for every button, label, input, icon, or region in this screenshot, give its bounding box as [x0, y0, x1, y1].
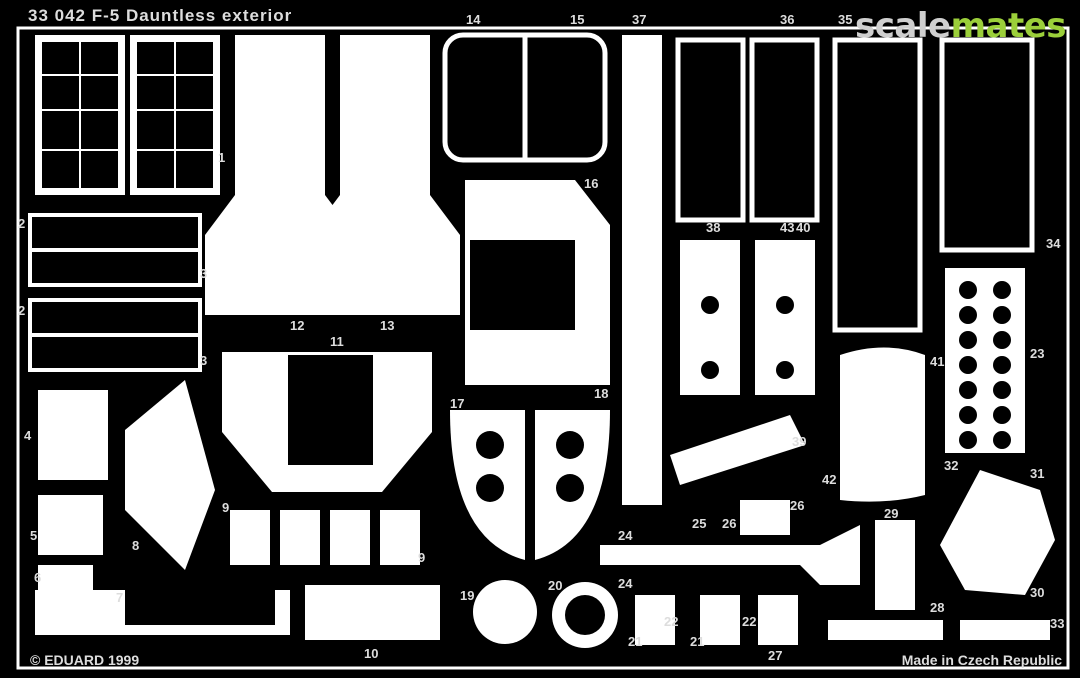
part-number-label: 19 [460, 588, 474, 603]
part-number-label: 3 [200, 266, 207, 281]
part-number-label: 11 [330, 334, 344, 349]
part-43 [840, 347, 925, 502]
part-9-brackets [230, 510, 420, 565]
part-12-13-plates [205, 35, 460, 315]
part-number-label: 15 [570, 12, 584, 27]
part-number-label: 1 [218, 150, 225, 165]
watermark-part1: scale [855, 6, 951, 46]
watermark: scalemates [855, 6, 1066, 46]
part-number-label: 22 [664, 614, 678, 629]
part-8-plate [125, 380, 215, 570]
sheet-title: 33 042 F-5 Dauntless exterior [28, 6, 293, 25]
part-number-label: 8 [132, 538, 139, 553]
copyright-text: © EDUARD 1999 [30, 652, 140, 668]
part-number-label: 2 [18, 303, 25, 318]
part-39-strip [622, 35, 662, 505]
part-number-label: 26 [722, 516, 736, 531]
part-number-label: 18 [594, 386, 608, 401]
part-4-5-6 [38, 390, 108, 600]
part-number-label: 16 [584, 176, 598, 191]
part-number-label: 33 [1050, 616, 1064, 631]
part-number-label: 6 [34, 570, 41, 585]
part-41 [670, 415, 805, 485]
part-number-label: 5 [30, 528, 37, 543]
part-1-grid [35, 35, 220, 195]
part-number-label: 9 [222, 500, 229, 515]
part-number-label: 13 [380, 318, 394, 333]
part-number-label: 24 [618, 576, 633, 591]
part-number-label: 32 [944, 458, 958, 473]
part-16-panel [465, 180, 610, 385]
part-33-34-holes [945, 268, 1025, 453]
bottom-small-parts [635, 500, 1050, 645]
part-number-label: 29 [884, 506, 898, 521]
part-number-label: 38 [706, 220, 720, 235]
part-10-strip [305, 585, 440, 640]
part-40-50-plates [680, 240, 815, 395]
part-number-label: 21 [690, 634, 704, 649]
part-number-label: 10 [364, 646, 378, 661]
part-number-label: 9 [418, 550, 425, 565]
origin-text: Made in Czech Republic [901, 652, 1062, 668]
part-number-label: 26 [790, 498, 804, 513]
part-number-label: 35 [838, 12, 852, 27]
part-number-label: 42 [822, 472, 836, 487]
part-number-label: 28 [930, 600, 944, 615]
part-number-label: 2 [18, 216, 25, 231]
part-number-label: 25 [692, 516, 706, 531]
part-panels-right [675, 37, 1035, 333]
part-19-20-rounds [473, 580, 618, 648]
part-32-octagon [940, 470, 1055, 595]
part-number-label: 21 [628, 634, 642, 649]
part-number-label: 27 [768, 648, 782, 663]
part-number-label: 36 [780, 12, 794, 27]
part-number-label: 17 [450, 396, 464, 411]
part-number-label: 34 [1046, 236, 1061, 251]
fret-frame [16, 26, 1070, 670]
part-number-label: 22 [742, 614, 756, 629]
part-number-label: 3 [200, 353, 207, 368]
part-number-label: 41 [930, 354, 944, 369]
part-number-label: 43 [780, 220, 794, 235]
part-number-label: 31 [1030, 466, 1044, 481]
part-2-3-frames [28, 213, 202, 372]
part-number-label: 4 [24, 428, 32, 443]
part-number-label: 14 [466, 12, 481, 27]
part-number-label: 30 [1030, 585, 1044, 600]
part-14-15-window [442, 32, 608, 163]
part-11-panel [222, 352, 432, 492]
part-22-24-bar [600, 525, 860, 585]
part-number-label: 20 [548, 578, 562, 593]
part-number-label: 40 [796, 220, 810, 235]
part-number-label: 7 [116, 590, 123, 605]
watermark-part2: mates [950, 6, 1067, 46]
part-17-18-shields [450, 410, 610, 560]
part-number-label: 24 [618, 528, 633, 543]
part-number-label: 23 [1030, 346, 1044, 361]
part-number-label: 12 [290, 318, 304, 333]
part-number-label: 39 [792, 434, 806, 449]
part-number-label: 37 [632, 12, 646, 27]
